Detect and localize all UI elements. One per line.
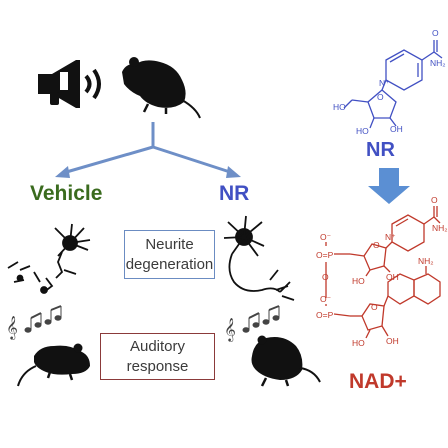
svg-text:HO: HO: [352, 338, 365, 348]
music-notes-icon-right: 𝄞: [224, 305, 280, 342]
arrowhead-left: [55, 166, 70, 178]
auditory-box-line-2: response: [126, 357, 189, 375]
svg-text:O: O: [322, 272, 329, 282]
branch-arrows: [62, 122, 234, 175]
neuron-icon-healthy: [223, 215, 295, 301]
svg-text:O: O: [373, 240, 380, 250]
svg-text:HO: HO: [333, 102, 346, 112]
nr-molecule-structure: [343, 40, 443, 129]
mouse-icon-top: [122, 57, 201, 119]
svg-text:𝄞: 𝄞: [224, 317, 236, 342]
svg-text:NH₂: NH₂: [418, 256, 434, 266]
nad-molecule-structure: [325, 206, 441, 339]
mouse-icon-vehicle: [17, 343, 90, 387]
svg-text:O: O: [377, 92, 384, 102]
svg-text:O: O: [432, 28, 439, 38]
music-notes-icon-left: 𝄞: [6, 305, 62, 340]
svg-text:N⁺: N⁺: [379, 78, 390, 88]
conversion-arrow: [368, 168, 410, 204]
svg-text:N⁺: N⁺: [385, 232, 396, 242]
svg-text:O=P: O=P: [316, 250, 334, 260]
nr-branch-label: NR: [219, 182, 250, 205]
neurite-degeneration-box: Neurite degeneration: [124, 230, 215, 279]
svg-text:O=P: O=P: [316, 310, 334, 320]
megaphone-icon: [38, 60, 101, 108]
neurite-box-line-1: Neurite: [145, 235, 194, 253]
neurite-box-line-2: degeneration: [125, 255, 214, 273]
svg-text:O⁻: O⁻: [320, 294, 332, 304]
nr-molecule-atoms: O NH₂ N⁺ O HO HO OH: [333, 28, 446, 136]
svg-text:OH: OH: [390, 124, 403, 134]
nad-molecule-atoms: O NH₂ N⁺ O⁻ O=P O HO OH O NH₂ O⁻ O=P O H…: [316, 195, 448, 348]
svg-text:OH: OH: [386, 336, 399, 346]
svg-text:HO: HO: [352, 276, 365, 286]
nad-label: NAD+: [349, 370, 407, 393]
svg-text:O⁻: O⁻: [320, 232, 332, 242]
svg-text:NH₂: NH₂: [432, 223, 448, 233]
svg-text:HO: HO: [356, 126, 369, 136]
arrowhead-right: [226, 166, 241, 178]
vehicle-label: Vehicle: [30, 182, 103, 205]
svg-text:O: O: [371, 302, 378, 312]
auditory-box-line-1: Auditory: [129, 337, 186, 355]
nr-molecule-label: NR: [366, 139, 395, 161]
svg-text:O: O: [431, 195, 438, 205]
svg-text:OH: OH: [386, 272, 399, 282]
svg-text:𝄞: 𝄞: [6, 315, 18, 340]
svg-text:NH₂: NH₂: [430, 58, 446, 68]
neuron-icon-degenerated: [7, 223, 91, 294]
auditory-response-box: Auditory response: [100, 333, 215, 380]
mouse-icon-nr: [251, 335, 321, 387]
